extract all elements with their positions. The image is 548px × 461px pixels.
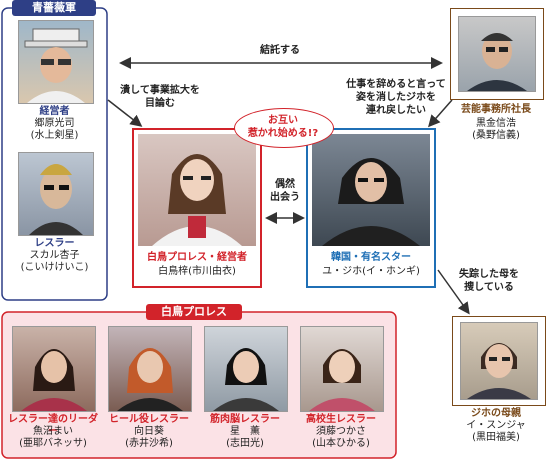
jihoo-name: ユ・ジホ(イ・ホンギ) (322, 266, 420, 277)
wrestler-actor: (こいけけいこ) (20, 262, 89, 273)
koukou-actor: (山本ひかる) (312, 438, 370, 449)
koukou-name: 須藤つかさ (316, 426, 366, 437)
heel-name: 向日葵 (134, 426, 164, 437)
attraction-bubble (234, 108, 334, 148)
meet-label: 偶然 出会う (270, 179, 300, 203)
crush-arrow (107, 99, 143, 127)
azusa-photo (138, 134, 256, 246)
shacho-actor: (桑野信義) (472, 130, 520, 141)
shacho-photo (458, 16, 536, 92)
heel-photo (108, 326, 192, 412)
leader-role: レスラー達のリーダー (8, 414, 98, 437)
crush-label: 潰して事業拡大を 目論む (120, 85, 200, 109)
shacho-role: 芸能事務所社長 (461, 104, 531, 115)
haha-actor: (黒田福美) (472, 432, 520, 443)
heel-role: ヒール役レスラー (109, 414, 189, 425)
koukou-photo (300, 326, 384, 412)
bring-back-label: 仕事を辞めると言って 姿を消したジホを 連れ戻したい (346, 79, 446, 116)
haha-photo (460, 322, 538, 400)
leader-actor: (亜耶バネッサ) (19, 438, 87, 449)
collude-label: 結託する (260, 45, 300, 56)
keieisha-role: 経営者 (39, 106, 70, 117)
attraction-label: お互い 惹かれ始める!? (247, 115, 319, 139)
shacho-name: 黒金信浩 (476, 118, 516, 129)
haha-role: ジホの母親 (471, 408, 521, 419)
leader-name: 魚沼まい (33, 426, 73, 437)
keieisha-name: 郷原光司 (34, 118, 75, 129)
keieisha-photo (18, 20, 94, 104)
jihoo-photo (312, 134, 430, 246)
kinniku-actor: (志田光) (226, 438, 264, 449)
koukou-role: 高校生レスラー (306, 414, 376, 425)
shiratori-group-label: 白鳥プロレス (146, 304, 242, 320)
azusa-name: 白鳥梓(市川由衣) (158, 266, 236, 277)
bring-back-arrow (428, 99, 453, 128)
kinniku-role: 筋肉脳レスラー (210, 414, 280, 425)
jihoo-role: 韓国・有名スター (331, 252, 411, 263)
wrestler-role: レスラー (34, 238, 75, 249)
aobara-group-label: 青薔薇軍 (12, 0, 96, 16)
haha-name: イ・スンジャ (466, 420, 526, 431)
wrestler-photo (18, 152, 94, 236)
wrestler-name: スカル杏子 (29, 250, 80, 261)
heel-actor: (赤井沙希) (125, 438, 173, 449)
kinniku-photo (204, 326, 288, 412)
leader-photo (12, 326, 96, 412)
search-mother-arrow (437, 269, 470, 315)
keieisha-actor: (水上剣星) (30, 130, 79, 141)
azusa-role: 白鳥プロレス・経営者 (147, 252, 247, 263)
kinniku-name: 星 薫 (230, 426, 260, 437)
search-mother-label: 失踪した母を 捜している (459, 269, 519, 293)
